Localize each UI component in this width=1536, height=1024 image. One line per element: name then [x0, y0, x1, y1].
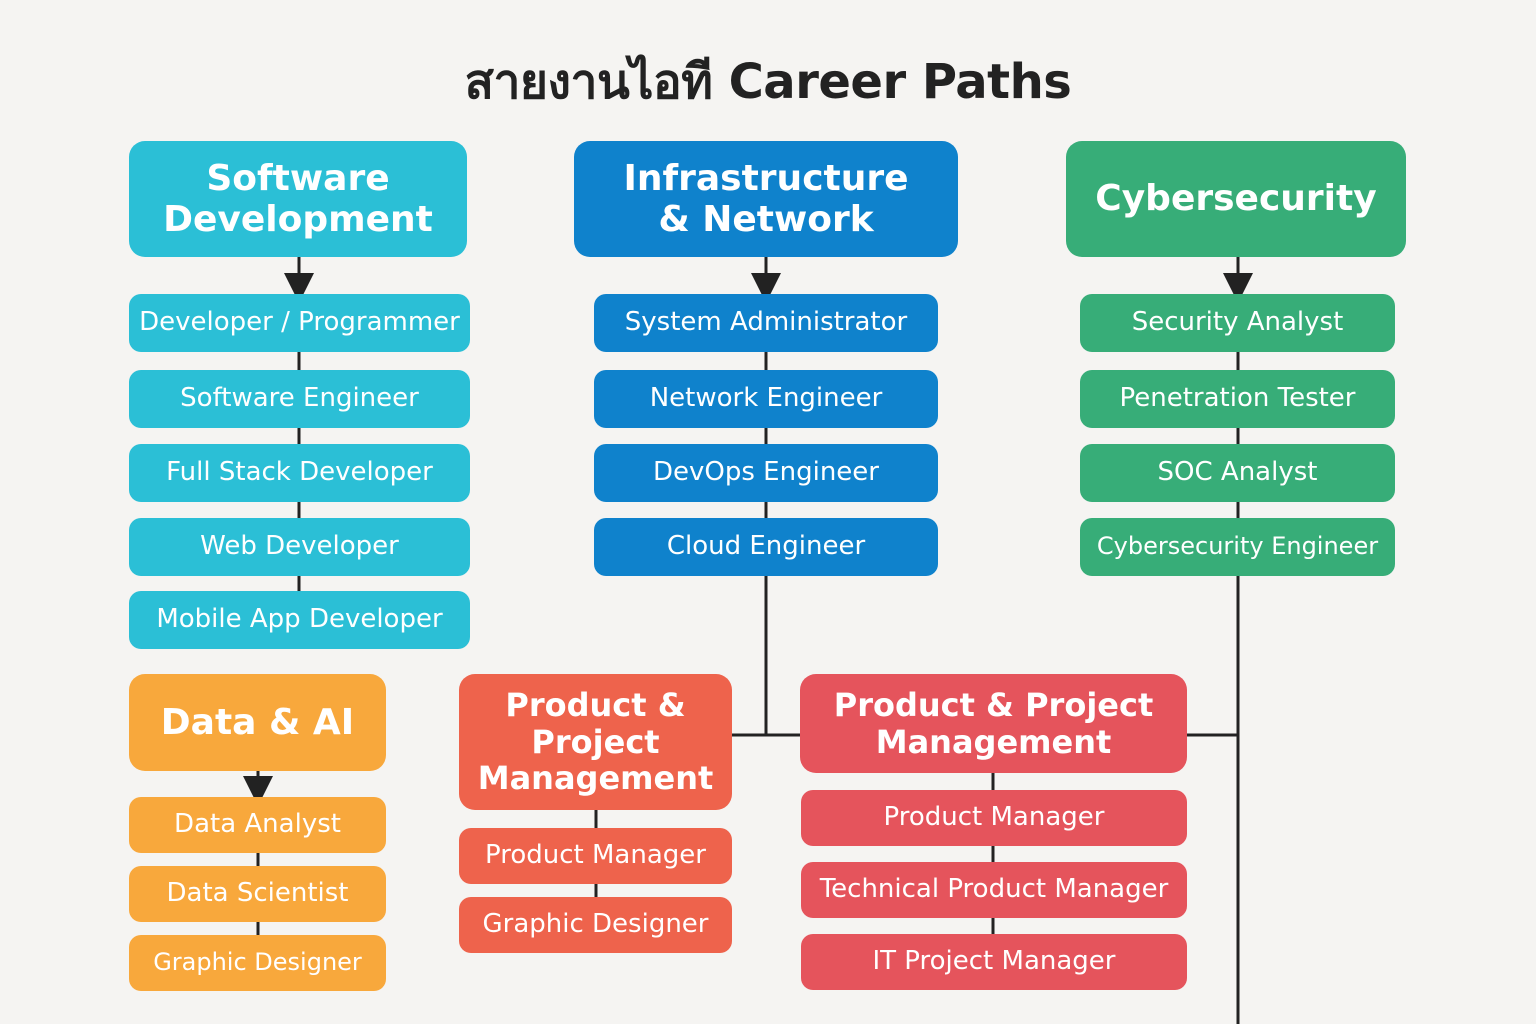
software-heading-line1: Software [206, 157, 390, 199]
product-left-item-product-manager: Product Manager [459, 828, 732, 884]
product-left-heading-line1: Product & [505, 685, 686, 724]
infrastructure-item-system-administrator: System Administrator [594, 294, 938, 352]
software-item-full-stack-developer: Full Stack Developer [129, 444, 470, 502]
infrastructure-item-network-engineer: Network Engineer [594, 370, 938, 428]
product-right-item-it-project-manager: IT Project Manager [801, 934, 1187, 990]
infrastructure-heading-line1: Infrastructure [623, 157, 909, 199]
data-ai-item-data-scientist: Data Scientist [129, 866, 386, 922]
software-item-web-developer: Web Developer [129, 518, 470, 576]
cybersecurity-item-penetration-tester: Penetration Tester [1080, 370, 1395, 428]
software-item-developer-programmer: Developer / Programmer [129, 294, 470, 352]
product-right-item-product-manager: Product Manager [801, 790, 1187, 846]
product-left-heading-line3: Management [477, 759, 714, 798]
product-right-heading-line1: Product & Project [833, 685, 1154, 724]
infrastructure-network-heading: Infrastructure & Network [574, 141, 958, 257]
software-development-heading: Software Development [129, 141, 467, 257]
data-ai-heading: Data & AI [129, 674, 386, 771]
cybersecurity-item-security-analyst: Security Analyst [1080, 294, 1395, 352]
cybersecurity-heading: Cybersecurity [1066, 141, 1406, 257]
data-ai-item-data-analyst: Data Analyst [129, 797, 386, 853]
page-title: สายงานไอที Career Paths [464, 54, 1072, 110]
product-left-item-graphic-designer: Graphic Designer [459, 897, 732, 953]
software-heading-line2: Development [163, 199, 433, 240]
data-ai-item-graphic-designer: Graphic Designer [129, 935, 386, 991]
infrastructure-heading-line2: & Network [658, 199, 874, 240]
cybersecurity-item-soc-analyst: SOC Analyst [1080, 444, 1395, 502]
infrastructure-item-devops-engineer: DevOps Engineer [594, 444, 938, 502]
product-right-item-technical-product-manager: Technical Product Manager [801, 862, 1187, 918]
software-item-software-engineer: Software Engineer [129, 370, 470, 428]
product-right-heading-line2: Management [875, 722, 1112, 761]
product-project-management-heading-left: Product & Project Management [459, 674, 732, 810]
product-project-management-heading-right: Product & Project Management [800, 674, 1187, 773]
product-left-heading-line2: Project [531, 722, 660, 761]
cybersecurity-item-cybersecurity-engineer: Cybersecurity Engineer [1080, 518, 1395, 576]
software-item-mobile-app-developer: Mobile App Developer [129, 591, 470, 649]
infrastructure-item-cloud-engineer: Cloud Engineer [594, 518, 938, 576]
